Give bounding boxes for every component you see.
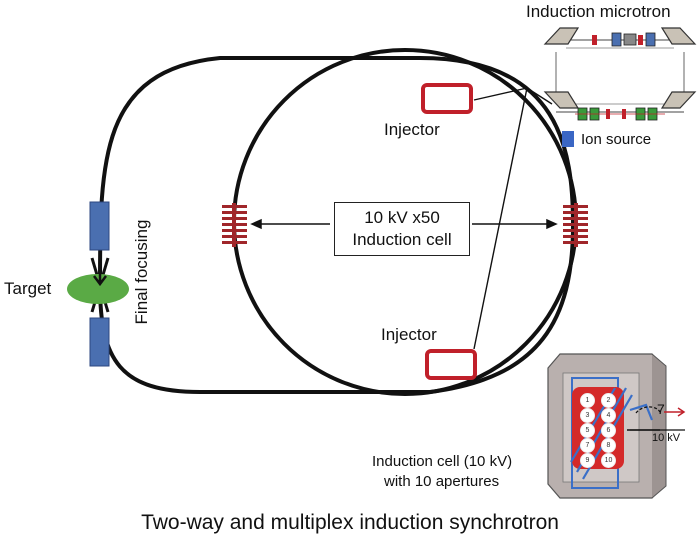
target-ellipse (67, 274, 129, 304)
ion-source-icon (562, 131, 574, 147)
induction-microtron-label: Induction microtron (526, 2, 671, 21)
induction-cell-name: Induction cell (352, 230, 452, 249)
aperture-6: 6 (601, 423, 616, 438)
injector-bottom-shape (425, 349, 477, 380)
ion-source-label: Ion source (581, 131, 652, 148)
injector-feed-lines (473, 87, 553, 350)
induction-stack-right (563, 203, 588, 247)
diagram-title: Two-way and multiplex induction synchrot… (141, 511, 559, 534)
induction-cell-drawing (547, 353, 686, 499)
aperture-3: 3 (580, 408, 595, 423)
focusing-magnet-lower (89, 317, 110, 367)
aperture-8: 8 (601, 438, 616, 453)
cell-caption-line2: with 10 apertures (384, 473, 500, 490)
injector-bottom-label: Injector (381, 325, 437, 344)
final-focusing-label: Final focusing (132, 219, 151, 325)
induction-arrows (250, 218, 558, 230)
aperture-9: 9 (580, 453, 595, 468)
focusing-magnet-upper (89, 201, 110, 251)
injector-top-shape (421, 83, 473, 114)
aperture-2: 2 (601, 393, 616, 408)
injector-top-label: Injector (384, 120, 440, 139)
induction-cell-label-box: 10 kV x50 Induction cell (334, 202, 470, 256)
induction-stack-left (222, 203, 247, 247)
aperture-5: 5 (580, 423, 595, 438)
induction-cell-count: 10 kV x50 (364, 208, 440, 227)
microtron-schematic (543, 27, 697, 121)
aperture-count-label: 7 (657, 401, 665, 417)
target-label: Target (4, 279, 52, 298)
cell-caption-line1: Induction cell (10 kV) (372, 453, 513, 470)
aperture-7: 7 (580, 438, 595, 453)
outer-beam-line (97, 56, 576, 394)
aperture-10: 10 (601, 453, 616, 468)
voltage-label: 10 kV (652, 432, 681, 444)
target-arrow (93, 262, 107, 287)
aperture-4: 4 (601, 408, 616, 423)
aperture-1: 1 (580, 393, 595, 408)
